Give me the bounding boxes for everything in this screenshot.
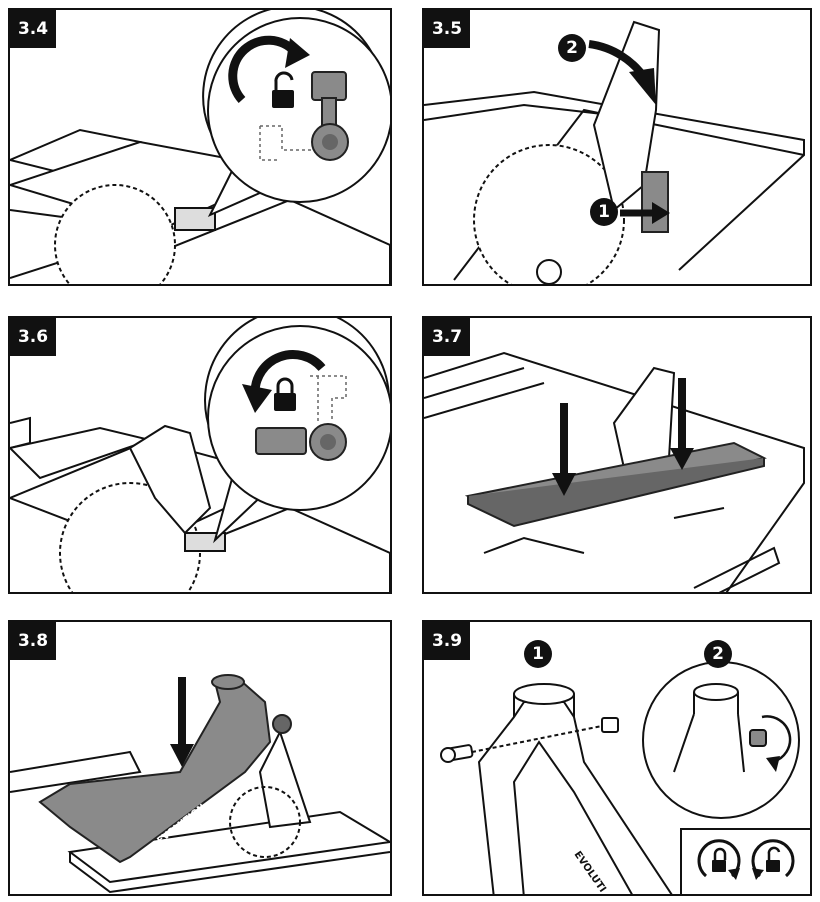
riving-knife-illustration	[424, 10, 812, 286]
step-label: 3.5	[424, 10, 470, 48]
panel-step-3-4: 3.4	[8, 8, 392, 286]
panel-step-3-7: 3.7	[422, 316, 812, 594]
step-label: 3.8	[10, 622, 56, 660]
step-badge-2: 2	[704, 640, 732, 668]
step-label: 3.6	[10, 318, 56, 356]
table-insert-illustration	[424, 318, 812, 594]
panel-step-3-9: 3.9 1 2 EVOLUTI	[422, 620, 812, 896]
unlock-rotate-icon	[699, 841, 740, 880]
lock-rotate-icon	[752, 841, 793, 880]
step-badge-2: 2	[558, 34, 586, 62]
panel-step-3-5: 3.5 2 1	[422, 8, 812, 286]
step-label: 3.7	[424, 318, 470, 356]
brand-logo: EVOLUTI	[572, 849, 608, 894]
step-badge-1: 1	[524, 640, 552, 668]
step-label: 3.9	[424, 622, 470, 660]
step-label: 3.4	[10, 10, 56, 48]
table-saw-illustration	[10, 318, 392, 594]
blade-guard-illustration: EVOLUTION	[10, 622, 392, 896]
panel-step-3-8: 3.8 EVOLUTION	[8, 620, 392, 896]
table-saw-illustration	[10, 10, 392, 286]
panel-step-3-6: 3.6	[8, 316, 392, 594]
lever-icon	[256, 424, 346, 460]
rotation-legend	[680, 828, 810, 894]
step-badge-1: 1	[590, 198, 618, 226]
